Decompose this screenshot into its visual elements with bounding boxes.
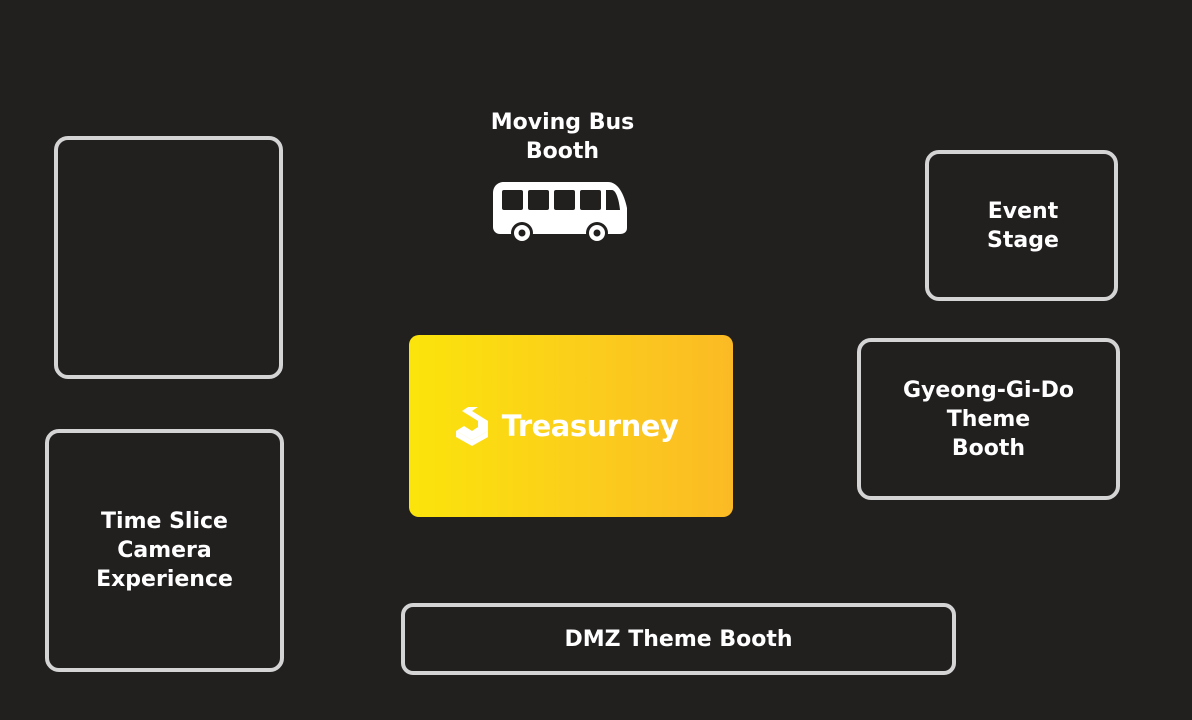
brand-name: Treasurney: [501, 409, 679, 443]
dmz-theme-booth: DMZ Theme Booth: [401, 603, 956, 675]
time-slice-booth-label: Time Slice Camera Experience: [96, 509, 233, 592]
chevron-logo-icon: [455, 407, 488, 446]
moving-bus-booth: Moving Bus Booth: [470, 108, 655, 166]
gyeonggi-theme-booth-label: Gyeong-Gi-Do Theme Booth: [902, 377, 1075, 461]
dmz-theme-booth-label: DMZ Theme Booth: [564, 626, 793, 652]
brand-logo: Treasurney: [454, 405, 679, 447]
bus-icon: [493, 182, 627, 244]
event-stage-booth: Event Stage: [925, 150, 1118, 301]
moving-bus-booth-label: Moving Bus Booth: [490, 110, 635, 164]
time-slice-booth: Time Slice Camera Experience: [45, 429, 284, 672]
treasurney-logo-card: Treasurney: [409, 335, 733, 517]
event-stage-label: Event Stage: [987, 198, 1059, 253]
unlabeled-booth: [54, 136, 283, 379]
gyeonggi-theme-booth: Gyeong-Gi-Do Theme Booth: [857, 338, 1120, 500]
